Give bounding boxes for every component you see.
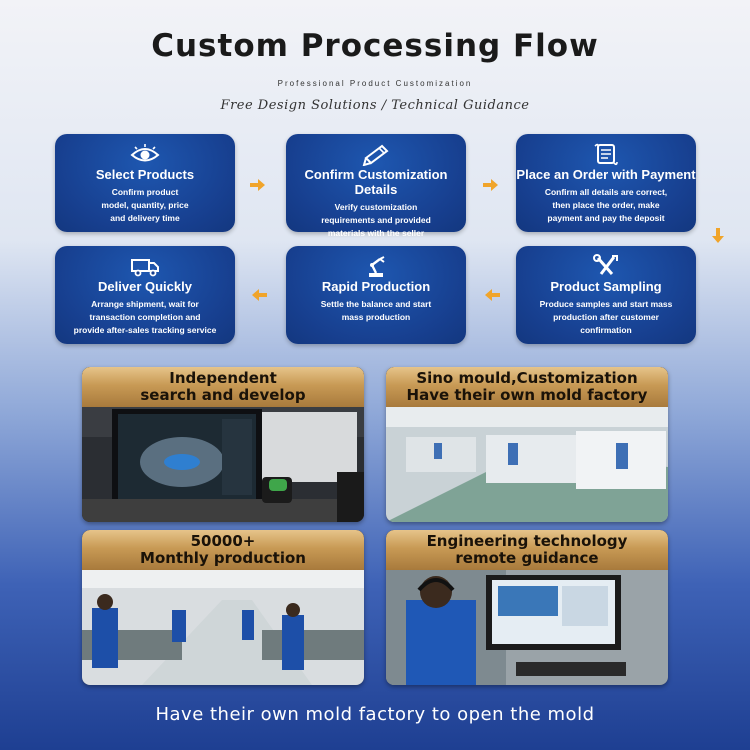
step-select-products: Select Products Confirm product model, q…: [55, 134, 235, 232]
step-rapid-production: Rapid Production Settle the balance and …: [286, 246, 466, 344]
footer-caption: Have their own mold factory to open the …: [155, 704, 595, 725]
step-confirm-customization: Confirm Customization Details Verify cus…: [286, 134, 466, 238]
page-tagline: Free Design Solutions / Technical Guidan…: [220, 98, 530, 113]
card-header: Engineering technology remote guidance: [386, 530, 668, 570]
step-deliver-quickly: Deliver Quickly Arrange shipment, wait f…: [55, 246, 235, 344]
step-desc: Settle the balance and start mass produc…: [320, 299, 432, 322]
engineer-headset-photo: [386, 570, 668, 685]
card-header: 50000+ Monthly production: [82, 530, 364, 570]
step-product-sampling: Product Sampling Produce samples and sta…: [516, 246, 696, 344]
card-header: Independent search and develop: [82, 367, 364, 407]
step-name: Rapid Production: [321, 279, 431, 294]
injection-molding-photo: [386, 407, 668, 522]
step-desc: Verify customization requirements and pr…: [321, 202, 431, 238]
assembly-line-photo: [82, 570, 364, 685]
card-header: Sino mould,Customization Have their own …: [386, 367, 668, 407]
page-subtitle: Professional Product Customization: [277, 79, 473, 88]
step-name: Product Sampling: [550, 279, 662, 294]
tools-icon: [593, 254, 618, 275]
feature-card-monthly-production: 50000+ Monthly production: [82, 530, 364, 685]
feature-card-mold-factory: Sino mould,Customization Have their own …: [386, 367, 668, 522]
step-name: Select Products: [95, 167, 195, 182]
step-name: Confirm Customization Details: [304, 167, 448, 197]
arrow-left-icon: [252, 289, 267, 301]
eye-icon: [130, 144, 160, 162]
step-desc: Produce samples and start mass productio…: [539, 299, 673, 335]
design-workstation-photo: [82, 407, 364, 522]
page-title: Custom Processing Flow: [151, 28, 599, 64]
feature-card-remote-guidance: Engineering technology remote guidance: [386, 530, 668, 685]
scroll-icon: [594, 143, 618, 166]
step-desc: Confirm product model, quantity, price a…: [101, 187, 189, 223]
step-place-order: Place an Order with Payment Confirm all …: [516, 134, 696, 232]
robot-arm-icon: [369, 256, 385, 277]
arrow-right-icon: [250, 179, 265, 191]
step-desc: Confirm all details are correct, then pl…: [544, 187, 668, 223]
feature-card-independent-rd: Independent search and develop: [82, 367, 364, 522]
step-name: Deliver Quickly: [98, 279, 192, 294]
arrow-right-icon: [483, 179, 498, 191]
pencil-icon: [362, 144, 389, 166]
arrow-left-icon: [485, 289, 500, 301]
arrow-down-icon: [712, 228, 724, 243]
step-desc: Arrange shipment, wait for transaction c…: [73, 299, 217, 335]
truck-icon: [131, 259, 159, 277]
step-name: Place an Order with Payment: [516, 167, 696, 182]
